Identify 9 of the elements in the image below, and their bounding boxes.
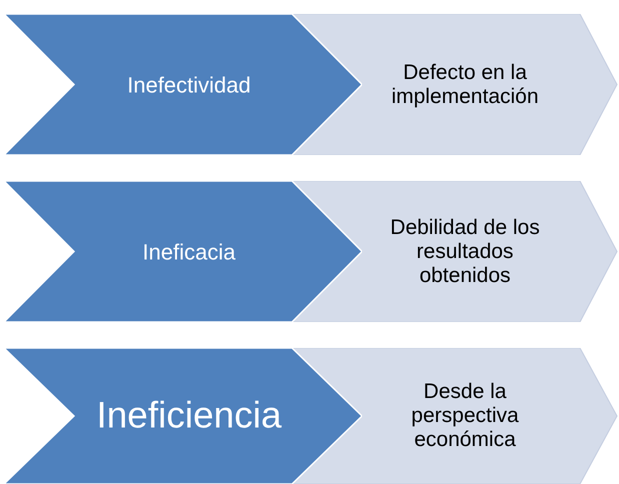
chevron-shape <box>4 181 362 322</box>
node-label: Defecto en la implementación <box>390 60 540 109</box>
node-label: Desde la perspectiva económica <box>410 380 520 452</box>
node-label: Ineficacia <box>142 238 236 264</box>
chevron-shape <box>4 14 362 155</box>
node-label: Ineficiencia <box>95 394 283 438</box>
chevron-shape <box>4 348 362 484</box>
node-label: Inefectividad <box>126 72 252 98</box>
node-label: Debilidad de los resultados obtenidos <box>389 215 541 288</box>
